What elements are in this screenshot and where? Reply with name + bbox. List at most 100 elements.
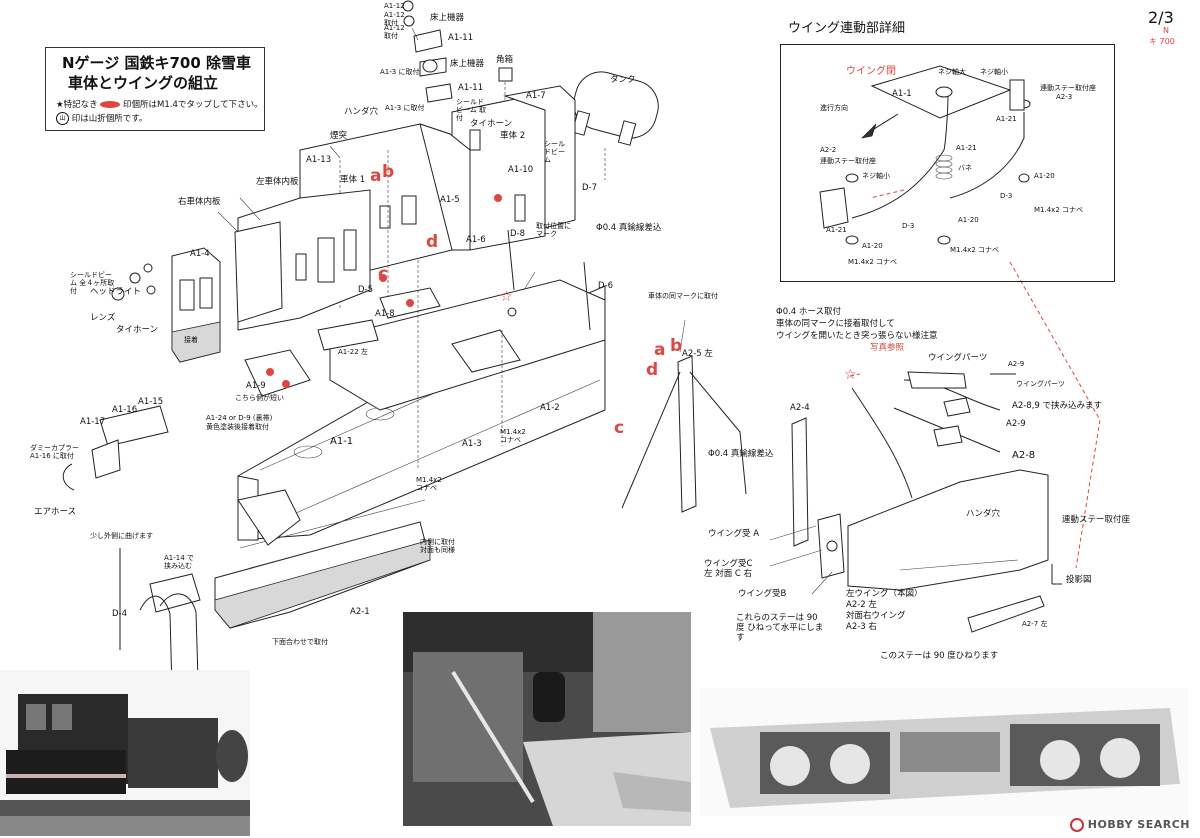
a112-mount2-label: A1-12 取付 bbox=[384, 24, 405, 41]
underside-photo bbox=[700, 688, 1188, 816]
mountain-fold-icon: 山 bbox=[56, 112, 69, 125]
detail-a11-label: A1-1 bbox=[892, 89, 912, 99]
d8-label: D-8 bbox=[510, 229, 526, 239]
direction-label: 進行方向 bbox=[820, 104, 848, 112]
headlight-label: ヘッドライト bbox=[90, 287, 142, 297]
a11-label: A1-1 bbox=[330, 436, 354, 447]
mark-b-wing: b bbox=[670, 336, 683, 356]
a12-label: A1-2 bbox=[540, 403, 560, 413]
title-line2: 車体とウイングの組立 bbox=[68, 74, 219, 92]
bend-outside-label: 少し外側に曲げます bbox=[90, 532, 153, 540]
m14-body-label: M1.4x2 コナベ bbox=[500, 428, 526, 445]
same-mark-label: 車体の同マークに取付 bbox=[648, 292, 718, 300]
scale-mark: N bbox=[1163, 26, 1169, 35]
a113-label: A1-13 bbox=[306, 155, 332, 165]
detail-a120-b: A1-20 bbox=[958, 216, 979, 224]
title-box: Nゲージ 国鉄キ700 除雪車 車体とウイングの組立 ★特記なき 印個所はM1.… bbox=[45, 47, 265, 131]
a21-label: A2-1 bbox=[350, 607, 370, 617]
mark-c-body: c bbox=[378, 264, 389, 284]
right-wing2-label: A2-3 右 bbox=[846, 622, 877, 632]
horn-box-label: 角箱 bbox=[496, 55, 514, 65]
detail-title: ウイング連動部詳細 bbox=[788, 21, 906, 36]
spring-icon bbox=[935, 154, 953, 180]
stay-twist-label: これらのステーは 90 度 ひねって水平にします bbox=[736, 613, 824, 643]
a111-b-label: A1-11 bbox=[458, 83, 484, 93]
mark-d-wing: d bbox=[646, 360, 659, 380]
a111-a-label: A1-11 bbox=[448, 33, 474, 43]
left-wing2-label: A2-2 左 bbox=[846, 600, 877, 610]
mark-b-body: b bbox=[382, 162, 395, 182]
dummy-coupler-label: ダミーカプラー A1-16 に取付 bbox=[30, 444, 79, 461]
short-side-label: こちら側が短い bbox=[235, 394, 284, 402]
stay-seat-a22-label: 連動ステー取付座 bbox=[820, 157, 876, 165]
a22-label: A2-2 bbox=[820, 146, 837, 154]
sealed-beam-mount-label: シールドビーム 取付 bbox=[456, 98, 487, 123]
d7-label: D-7 bbox=[582, 183, 598, 193]
projection-label: 投影図 bbox=[1066, 575, 1092, 585]
back-plate-label: 接着 bbox=[184, 336, 198, 344]
hose-note1-label: Φ0.4 ホース取付 bbox=[776, 307, 841, 317]
coupler-parts bbox=[62, 405, 201, 613]
frame-a21 bbox=[214, 489, 431, 629]
photo-ref-label: 写真参照 bbox=[870, 343, 905, 353]
left-wing-label: 左ウイング（本図） bbox=[846, 589, 923, 599]
wing-c-label: ウイング受C左 対面 C 右 bbox=[704, 559, 753, 579]
fold-note: 山 印は山折個所です。 bbox=[56, 112, 147, 125]
vertical-rods bbox=[417, 229, 591, 470]
a115-label: A1-15 bbox=[138, 397, 164, 407]
a28-label: A2-8 bbox=[1012, 450, 1036, 461]
detail-m14-c: M1.4x2 コナベ bbox=[848, 258, 897, 266]
d4-label: D-4 bbox=[112, 609, 128, 619]
mount-pos-label: 取付位置に マーク bbox=[536, 222, 571, 239]
hose-note3-label: ウイングを開いたとき突っ張らない様注意 bbox=[776, 331, 938, 341]
leader-lines bbox=[217, 27, 833, 595]
a25-label: A2-5 左 bbox=[682, 349, 713, 359]
air-hose-label: エアホース bbox=[34, 507, 77, 517]
mark-d-body: d bbox=[426, 232, 439, 252]
inner-right-label: 右車体内板 bbox=[178, 197, 221, 207]
floor-plate-a12 bbox=[329, 279, 606, 411]
screw-large-label: ネジ軸大 bbox=[938, 68, 966, 76]
horn-box-part bbox=[498, 67, 513, 100]
photo-locomotive-side bbox=[0, 670, 250, 836]
body-shell-2 bbox=[451, 85, 576, 251]
mark-c-wing: c bbox=[614, 418, 625, 438]
a114-label: A1-14 で 挟み込む bbox=[164, 554, 194, 571]
floor-equipment-part bbox=[402, 0, 453, 103]
a27-label: A2-7 左 bbox=[1022, 620, 1048, 628]
mark-a-wing: a bbox=[654, 340, 666, 360]
detail-a120-c: A1-20 bbox=[862, 242, 883, 250]
stay-90-label: このステーは 90 度ひねります bbox=[880, 651, 999, 661]
wire-a-label: Φ0.4 真鍮線差込 bbox=[596, 223, 662, 233]
front-end-a14 bbox=[111, 247, 221, 363]
page-number: 2/3 bbox=[1148, 8, 1174, 27]
typhon-left-label: タイホーン bbox=[116, 325, 159, 335]
tank-part bbox=[571, 71, 659, 180]
right-wing-label: 対面右ウイング bbox=[846, 611, 906, 621]
mark-a-body: a bbox=[370, 166, 382, 186]
locomotive-photo bbox=[0, 670, 250, 836]
spring-label: バネ bbox=[958, 164, 972, 172]
a14-label: A1-4 bbox=[190, 249, 210, 259]
detail-m14-a: M1.4x2 コナベ bbox=[1034, 206, 1083, 214]
stay-seat-label: 連動ステー取付座 bbox=[1062, 515, 1131, 525]
tank-label: タンク bbox=[610, 75, 636, 85]
wing-a-label: ウイング受 A bbox=[708, 529, 760, 539]
photo-wing-closeup bbox=[403, 612, 691, 826]
typhon-top-label: タイホーン bbox=[470, 119, 513, 129]
right-inner-panel bbox=[234, 221, 283, 323]
detail-box bbox=[780, 44, 1115, 282]
detail-m14-b: M1.4x2 コナベ bbox=[950, 246, 999, 254]
a117-label: A1-17 bbox=[80, 417, 106, 427]
solder-hole2-label: ハンダ穴 bbox=[966, 509, 1001, 519]
sealed-beam-left-label: シールドビーム 全４ヶ所取付 bbox=[70, 271, 115, 296]
a122-label: A1-22 左 bbox=[338, 348, 368, 356]
wing-b-label: ウイング受B bbox=[738, 589, 787, 599]
sealed-beam-r-label: シールドビーム bbox=[544, 140, 565, 165]
wing-parts-small-label: ウイングパーツ bbox=[1016, 380, 1065, 388]
a24-label: A2-4 bbox=[790, 403, 810, 413]
projection-view bbox=[1051, 564, 1062, 585]
a110-label: A1-10 bbox=[508, 165, 534, 175]
star-mark-wing-icon: ☆ bbox=[844, 367, 857, 383]
